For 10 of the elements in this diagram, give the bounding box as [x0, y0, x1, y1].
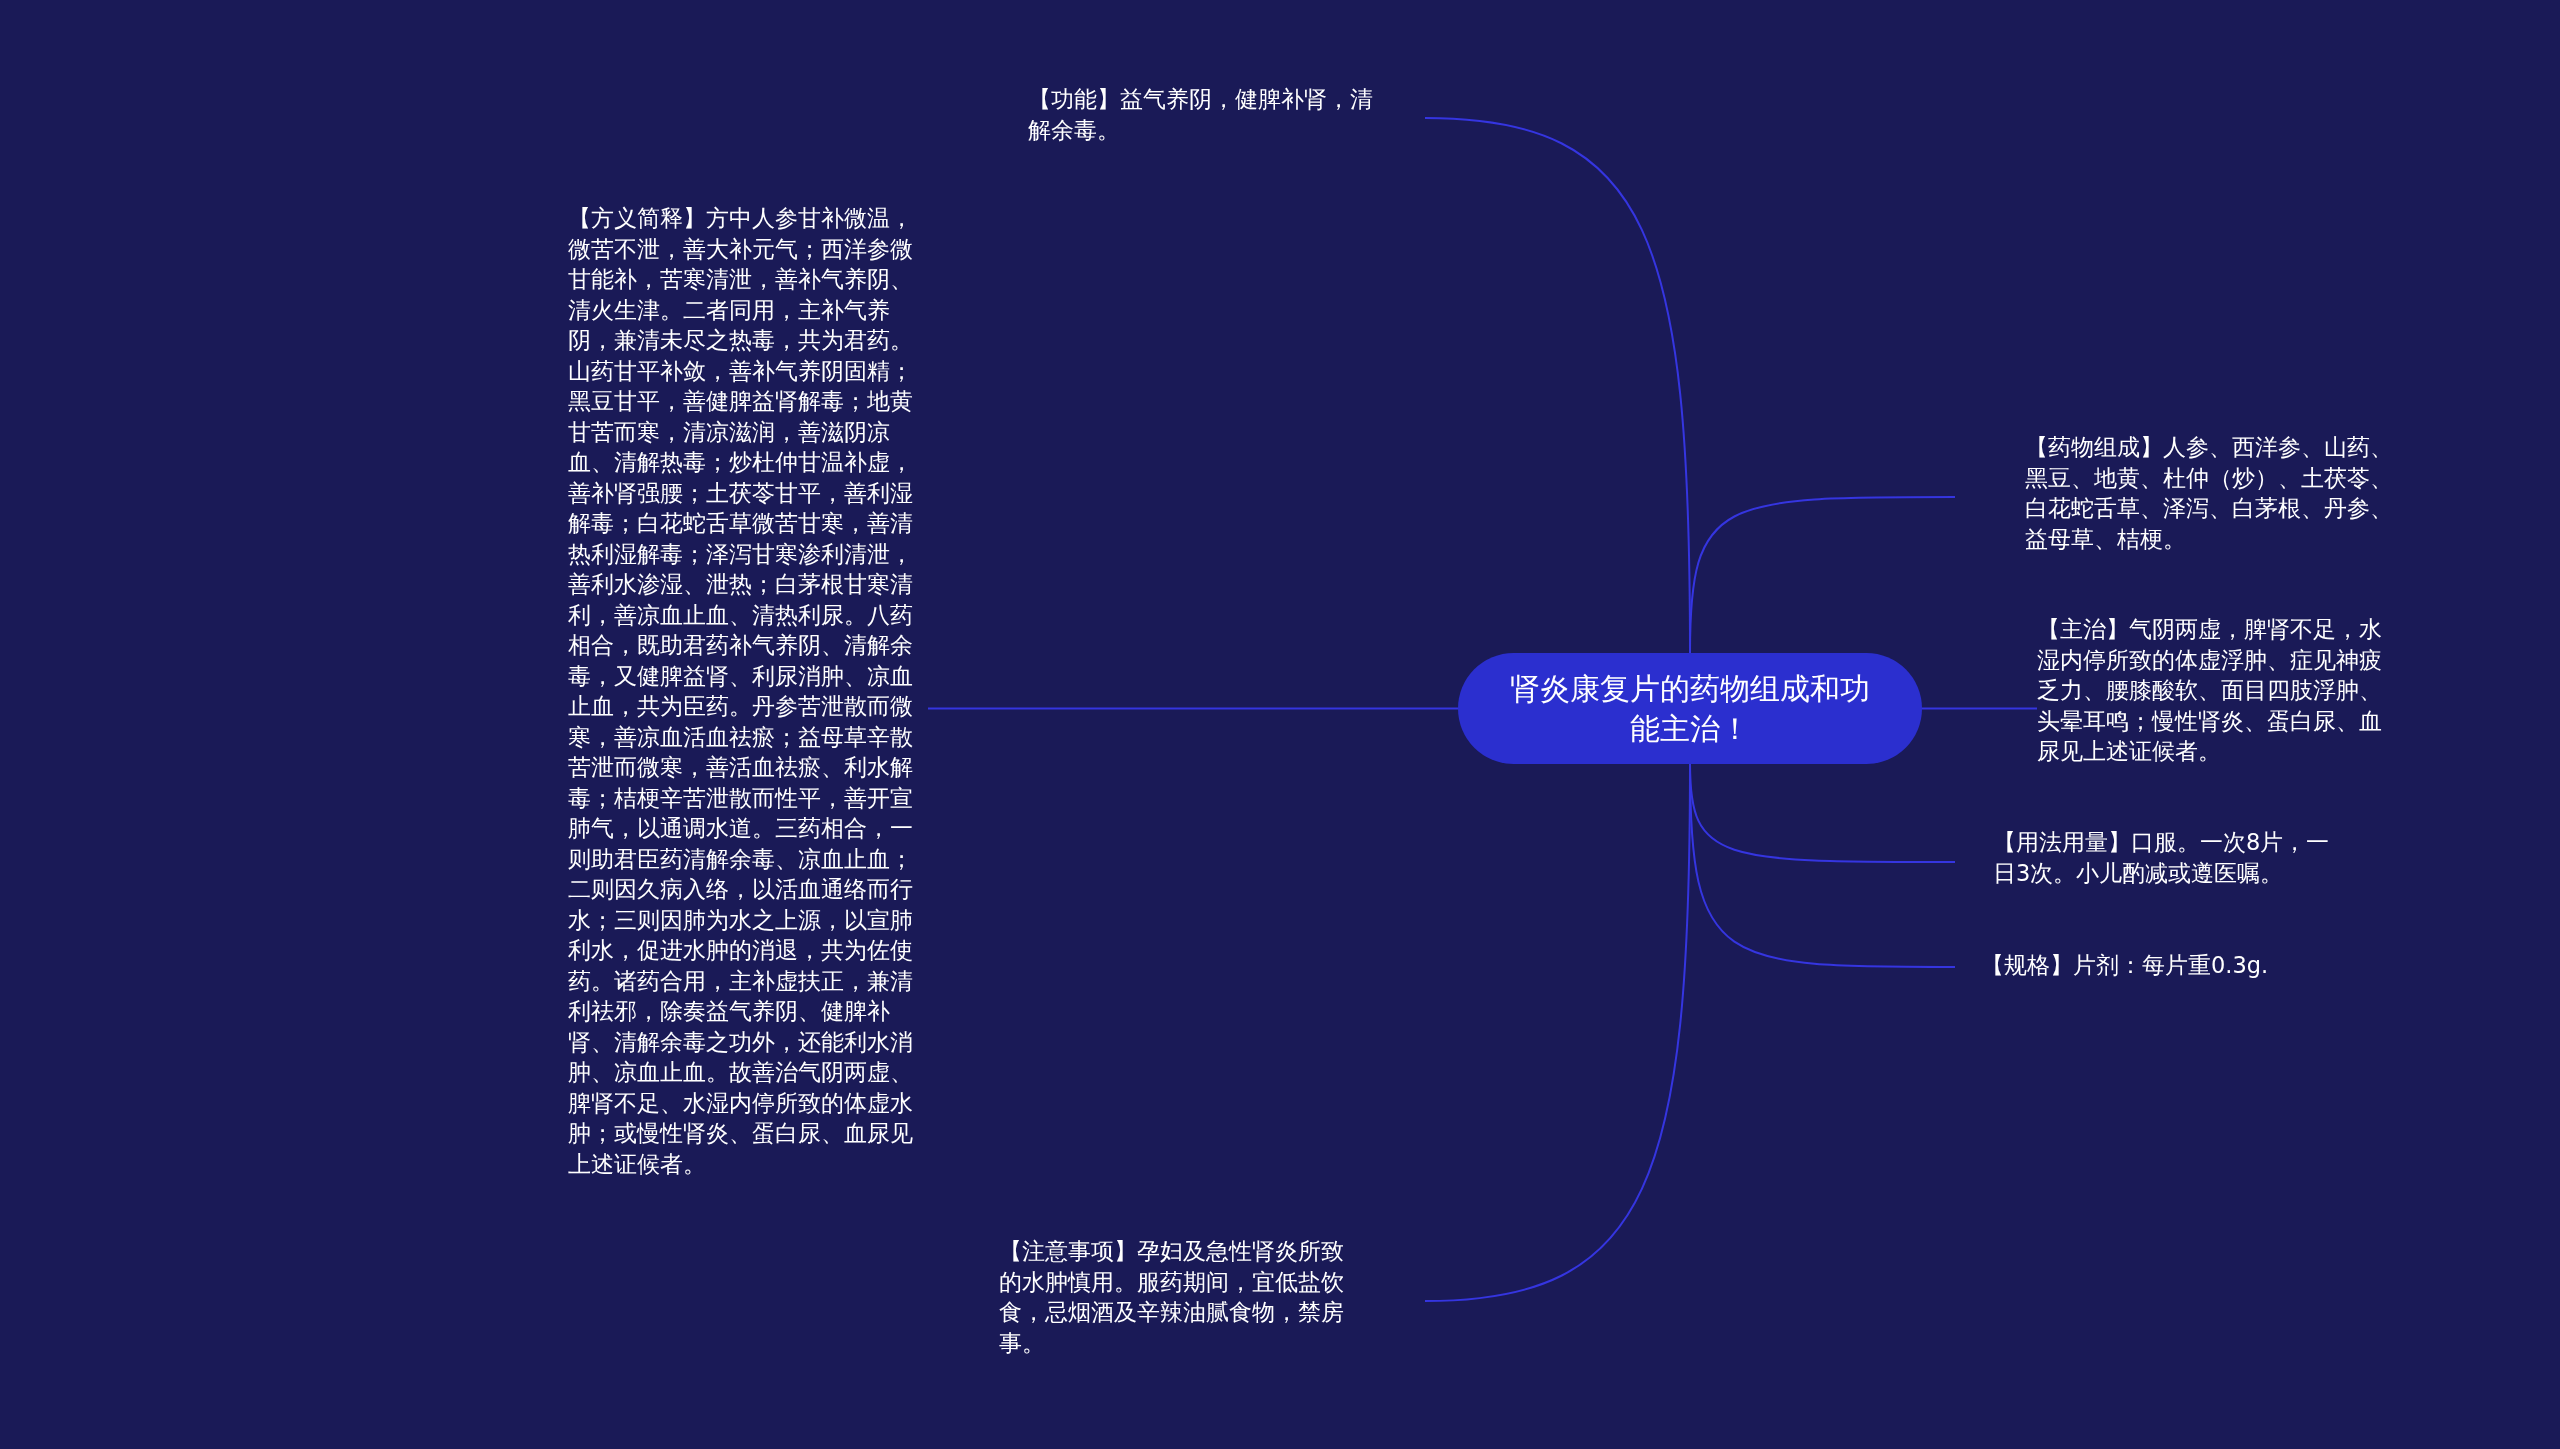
- topic-text: 【用法用量】口服。一次8片，一日3次。小儿酌减或遵医嘱。: [1955, 827, 2340, 897]
- topic-text: 【药物组成】人参、西洋参、山药、黑豆、地黄、杜仲（炒）、土茯苓、白花蛇舌草、泽泻、白茅根、丹参、益母草、桔梗。: [1955, 432, 2395, 562]
- connector-line: [927, 707, 1459, 710]
- topic-text: 【功能】益气养阴，健脾补肾，清解余毒。: [1022, 84, 1425, 154]
- topic-text: 【注意事项】孕妇及急性肾炎所致的水肿慎用。服药期间，宜低盐饮食，忌烟酒及辛辣油腻食物，禁房事。: [993, 1236, 1425, 1366]
- connector-line: [1921, 707, 2038, 710]
- topic-text: 【主治】气阴两虚，脾肾不足，水湿内停所致的体虚浮肿、症见神疲乏力、腰膝酸软、面目四肢浮肿、头晕耳鸣；慢性肾炎、蛋白尿、血尿见上述证候者。: [2037, 614, 2397, 774]
- topic-title: 肾炎康复片的药物组成和功能主治！: [1509, 669, 1871, 748]
- topic-text: 【方义简释】方中人参甘补微温，微苦不泄，善大补元气；西洋参微甘能补，苦寒清泄，善补气养阴、清火生津。二者同用，主补气养阴，兼清未尽之热毒，共为君药。山药甘平补敛，善补气养阴固精；黑豆甘平，善健脾益肾解毒；地黄甘苦而寒，清凉滋润，善滋阴凉血、清解热毒；炒杜仲甘温补虚，善补肾强腰；土茯苓甘平，善利湿解毒；白花蛇舌草微苦甘寒，善清热利湿解毒；泽泻甘寒渗利清泄，善利水渗湿、泄热；白茅根甘寒清利，善凉血止血、清热利尿。八药相合，既助君药补气养阴、清解余毒，又健脾益肾、利尿消肿、凉血止血，共为臣药。丹参苦泄散而微寒，善凉血活血祛瘀；益母草辛散苦泄而微寒，善活血祛瘀、利水解毒；桔梗辛苦泄散而性平，善开宣肺气，以通调水道。三药相合，一则助君臣药清解余毒、凉血止血；二则因久病入络，以活血通络而行水；三则因肺为水之上源，以宣肺利水，促进水肿的消退，共为佐使药。诸药合用，主补虚扶正，兼清利祛邪，除奏益气养阴、健脾补肾、清解余毒之功外，还能利水消肿、凉血止血。故善治气阴两虚、脾肾不足、水湿内停所致的体虚水肿；或慢性肾炎、蛋白尿、血尿见上述证候者。: [562, 203, 928, 1188]
- topic-text: 【规格】片剂：每片重0.3g.: [1955, 950, 2315, 984]
